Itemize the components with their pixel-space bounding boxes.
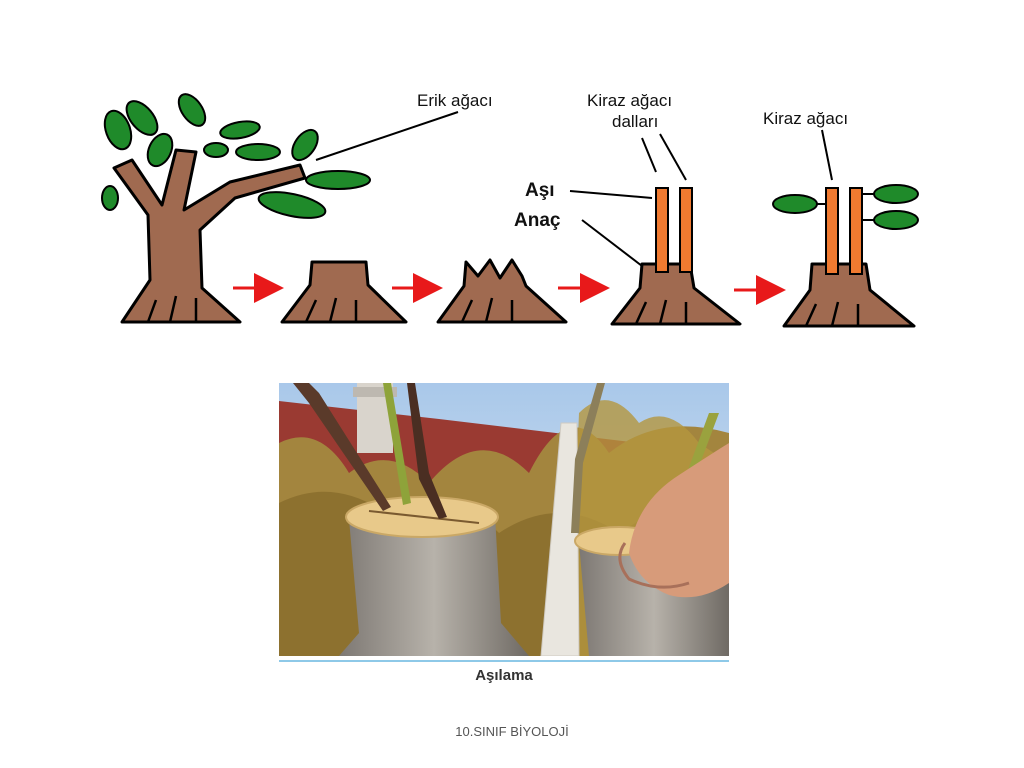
notched-stump [436, 258, 568, 324]
scion-right [679, 187, 693, 273]
label-scion: Aşı [525, 180, 555, 201]
photo-divider [279, 660, 729, 662]
grafting-photo [279, 383, 729, 656]
leaf-icon [873, 210, 919, 230]
slide-footer: 10.SINIF BİYOLOJİ [455, 724, 569, 739]
leader-lines [315, 111, 833, 267]
cut-stump [280, 260, 408, 324]
label-cherry-branches-line2: dalları [612, 112, 658, 131]
label-cherry-branches-line1: Kiraz ağacı [587, 91, 672, 110]
label-cherry-tree: Kiraz ağacı [763, 109, 848, 128]
grafted-cherry-tree [772, 184, 919, 328]
label-plum-tree: Erik ağacı [417, 91, 493, 110]
plum-tree [101, 93, 371, 324]
grafting-diagram: Erik ağacı Kiraz ağacı dalları Aşı Anaç … [101, 91, 919, 328]
label-rootstock: Anaç [514, 210, 561, 231]
scion-left [655, 187, 669, 273]
leaf-icon [772, 194, 818, 214]
photo-caption: Aşılama [475, 667, 533, 684]
stump-with-scions [610, 187, 742, 326]
leaf-icon [873, 184, 919, 204]
